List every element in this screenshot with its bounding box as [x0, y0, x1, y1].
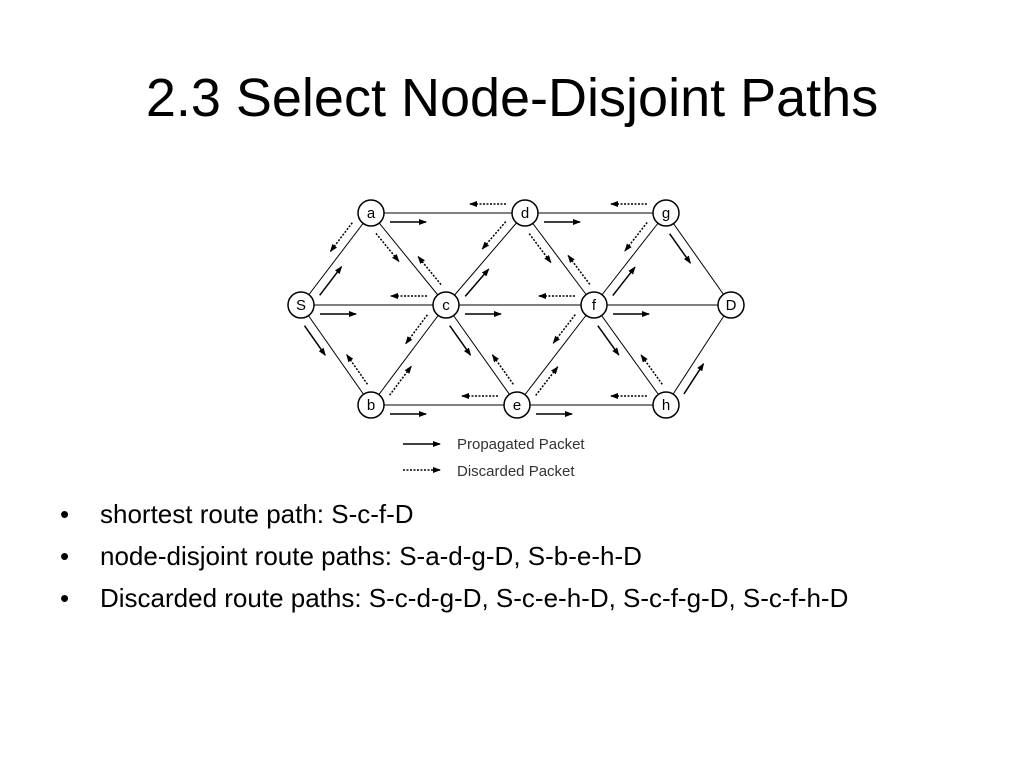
arrows-layer	[303, 201, 705, 417]
node-label: c	[442, 297, 450, 314]
edge-e-f	[516, 304, 595, 406]
bullet-symbol: •	[60, 583, 70, 613]
discarded-arrow-g-f	[624, 221, 648, 252]
discarded-arrow-e-c	[491, 354, 514, 385]
discarded-arrow-d-c	[481, 221, 507, 250]
propagated-arrow-f-h	[597, 325, 620, 356]
node-label: h	[662, 397, 670, 414]
discarded-arrow-a-c	[375, 232, 400, 263]
node-b: b	[357, 391, 385, 419]
node-e: e	[503, 391, 531, 419]
propagated-arrow-c-e	[449, 325, 472, 356]
node-circle	[357, 391, 385, 419]
bullet-symbol: •	[60, 541, 70, 571]
discarded-arrow-f-e	[552, 314, 576, 344]
node-c: c	[432, 291, 460, 319]
node-label: f	[592, 297, 597, 314]
discarded-arrow-b-c	[388, 365, 412, 396]
node-circle	[357, 199, 385, 227]
propagated-arrow-h-D	[683, 362, 705, 395]
node-label: g	[662, 205, 670, 222]
propagated-arrow-c-d	[464, 268, 490, 297]
node-circle	[717, 291, 745, 319]
edge-f-h	[593, 304, 667, 406]
slide-title: 2.3 Select Node-Disjoint Paths	[145, 68, 879, 128]
node-a: a	[357, 199, 385, 227]
edge-g-f	[593, 212, 667, 306]
discarded-arrow-c-b	[405, 314, 428, 345]
bullet-item-shortest: • shortest route path: S-c-f-D	[60, 499, 980, 530]
bullet-item-discarded: • Discarded route paths: S-c-d-g-D, S-c-…	[60, 583, 980, 614]
edges-layer	[300, 212, 732, 406]
node-label: a	[367, 205, 376, 222]
node-circle	[580, 291, 608, 319]
discarded-arrow-c-a	[417, 255, 442, 286]
discarded-arrow-f-d	[567, 254, 591, 285]
bullet-text: Discarded route paths: S-c-d-g-D, S-c-e-…	[100, 583, 849, 613]
node-h: h	[652, 391, 680, 419]
bullet-symbol: •	[60, 499, 70, 529]
node-circle	[503, 391, 531, 419]
node-label: S	[296, 297, 306, 314]
propagated-arrow-S-a	[319, 265, 343, 296]
edge-a-c	[370, 212, 447, 306]
propagated-arrow-g-D	[668, 233, 692, 264]
discarded-arrow-a-S	[329, 222, 353, 253]
edge-S-b	[300, 304, 372, 406]
bullet-list: • shortest route path: S-c-f-D • node-di…	[60, 499, 980, 625]
propagated-arrow-f-g	[612, 266, 636, 297]
edge-h-D	[665, 304, 732, 406]
edge-c-e	[445, 304, 518, 406]
legend: Propagated Packet Discarded Packet	[403, 436, 585, 480]
bullet-text: shortest route path: S-c-f-D	[100, 499, 414, 529]
discarded-arrow-h-f	[640, 354, 663, 385]
node-D: D	[717, 291, 745, 319]
legend-discarded-label: Discarded Packet	[457, 463, 575, 480]
edge-g-D	[665, 212, 732, 306]
node-label: e	[513, 397, 521, 414]
node-label: b	[367, 397, 375, 414]
bullet-text: node-disjoint route paths: S-a-d-g-D, S-…	[100, 541, 642, 571]
node-label: d	[521, 205, 529, 222]
edge-d-f	[524, 212, 595, 306]
discarded-arrow-d-f	[528, 233, 552, 264]
legend-propagated-label: Propagated Packet	[457, 436, 585, 453]
bullet-item-node-disjoint: • node-disjoint route paths: S-a-d-g-D, …	[60, 541, 980, 572]
edge-S-a	[300, 212, 372, 306]
discarded-arrow-e-f	[535, 366, 559, 396]
edge-d-c	[445, 212, 526, 306]
node-label: D	[726, 297, 737, 314]
edge-c-b	[370, 304, 447, 406]
node-d: d	[511, 199, 539, 227]
node-circle	[287, 291, 315, 319]
discarded-arrow-b-S	[346, 353, 369, 385]
node-circle	[652, 391, 680, 419]
node-circle	[652, 199, 680, 227]
node-circle	[432, 291, 460, 319]
node-circle	[511, 199, 539, 227]
propagated-arrow-S-b	[303, 325, 326, 357]
node-S: S	[287, 291, 315, 319]
node-g: g	[652, 199, 680, 227]
node-f: f	[580, 291, 608, 319]
